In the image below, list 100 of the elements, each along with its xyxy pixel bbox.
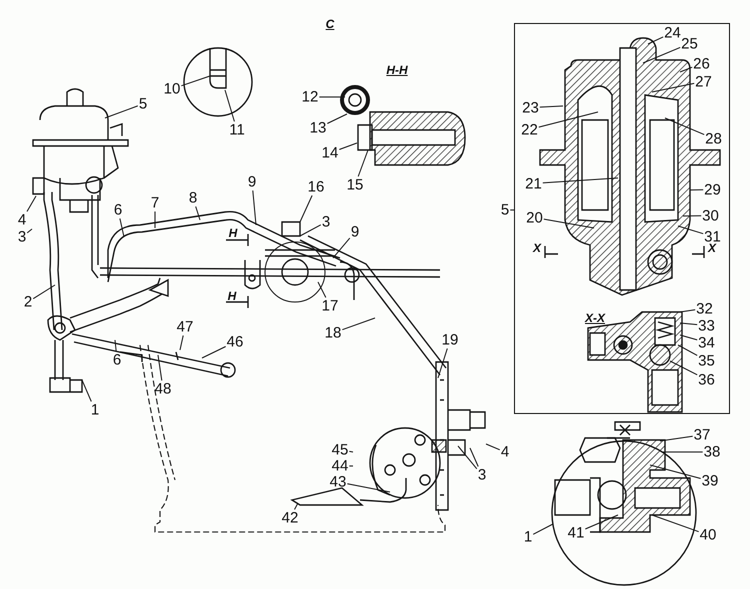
callout-number: 38 <box>704 444 720 460</box>
leader-line <box>348 450 354 452</box>
callout-number: 6 <box>112 352 122 368</box>
view-label: С <box>326 18 334 30</box>
leader-line <box>82 380 92 402</box>
leader-line <box>539 106 564 108</box>
callout-number: 11 <box>229 122 245 138</box>
leader-line <box>680 334 698 340</box>
callout-number: 36 <box>698 372 715 387</box>
leader-line <box>690 189 704 190</box>
view-label: Х-Х <box>585 312 605 324</box>
leader-line <box>202 346 226 358</box>
leader-line <box>300 195 313 222</box>
callout-number: 4 <box>500 444 510 460</box>
callout-number: 45 <box>332 442 348 458</box>
leader-line <box>114 340 117 352</box>
leader-line <box>318 282 326 298</box>
leader-line <box>294 502 298 510</box>
callout-number: 5 <box>138 96 148 112</box>
leader-line <box>543 218 594 228</box>
callout-number: 14 <box>322 146 338 160</box>
leader-line <box>252 190 256 226</box>
callout-number: 22 <box>521 122 538 137</box>
leader-line <box>104 105 138 118</box>
callout-number: 12 <box>302 90 318 104</box>
leader-line <box>326 114 348 124</box>
view-label: Н-Н <box>386 64 408 76</box>
callout-number: 3 <box>478 468 486 482</box>
callout-number: 21 <box>525 176 542 191</box>
callout-number: 48 <box>154 382 172 396</box>
leader-line <box>532 524 554 535</box>
callout-number: 34 <box>698 335 715 350</box>
leader-line <box>664 118 705 136</box>
leader-line <box>300 224 322 236</box>
leader-line <box>680 66 693 72</box>
leader-line <box>338 142 358 150</box>
callout-number: 23 <box>522 100 539 115</box>
callout-number: 5 <box>500 202 510 218</box>
callout-number: 10 <box>164 82 180 96</box>
callout-number: 9 <box>248 174 256 190</box>
leader-line <box>332 238 350 258</box>
callout-number: 7 <box>150 196 160 210</box>
leader-line <box>154 211 156 228</box>
leader-line <box>648 36 664 44</box>
section-mark-label: Н <box>228 290 236 302</box>
callout-number: 19 <box>442 332 458 348</box>
leader-line <box>26 196 36 212</box>
leader-line <box>678 344 698 356</box>
leader-line <box>542 178 618 184</box>
leader-line <box>358 150 368 177</box>
leader-line <box>650 464 702 479</box>
leader-line <box>119 218 124 238</box>
section-mark-label: Х <box>533 242 541 254</box>
leader-line <box>26 228 32 234</box>
section-mark-label: Х <box>708 242 716 254</box>
leader-line <box>342 318 376 330</box>
callout-number: 16 <box>308 180 324 194</box>
callout-number: 46 <box>226 334 244 350</box>
leader-line <box>470 448 479 467</box>
leader-line <box>486 444 500 450</box>
detail-view-frame <box>514 23 730 414</box>
callout-number: 39 <box>702 474 718 488</box>
callout-number: 42 <box>282 510 298 526</box>
callout-number: 30 <box>702 208 719 223</box>
callout-number: 18 <box>324 326 342 340</box>
leader-line <box>678 226 704 234</box>
callout-number: 13 <box>310 120 326 136</box>
callout-number: 24 <box>664 25 681 40</box>
callout-number: 4 <box>18 212 26 228</box>
leader-line <box>180 335 184 350</box>
callout-number: 40 <box>700 528 716 542</box>
callout-number: 32 <box>696 301 713 316</box>
leader-line <box>318 96 346 98</box>
callout-number: 43 <box>330 474 346 490</box>
callout-number: 31 <box>704 229 721 244</box>
callout-number: 8 <box>188 190 198 206</box>
section-mark-label: Н <box>228 227 238 239</box>
callout-number: 35 <box>698 353 715 368</box>
callout-number: 20 <box>526 210 543 225</box>
leader-line <box>680 309 696 312</box>
leader-line <box>670 360 698 376</box>
leader-line <box>652 514 700 532</box>
callout-number: 15 <box>346 178 364 192</box>
callout-number: 41 <box>568 526 584 540</box>
leader-line <box>346 483 390 492</box>
callout-number: 2 <box>24 294 32 310</box>
leader-line <box>180 76 210 86</box>
callout-number: 26 <box>693 56 710 71</box>
leader-line <box>458 446 478 470</box>
pipe-clamp-detail-drawing <box>182 46 254 118</box>
callout-number: 28 <box>705 131 722 146</box>
callout-number: 33 <box>698 318 715 333</box>
leader-line <box>652 82 695 92</box>
callout-number: 1 <box>524 530 532 544</box>
leader-line <box>538 112 598 128</box>
callout-number: 1 <box>90 402 100 418</box>
callout-number: 25 <box>681 36 698 51</box>
leader-line <box>682 215 702 216</box>
callout-number: 3 <box>322 214 330 230</box>
leader-line <box>195 206 200 220</box>
